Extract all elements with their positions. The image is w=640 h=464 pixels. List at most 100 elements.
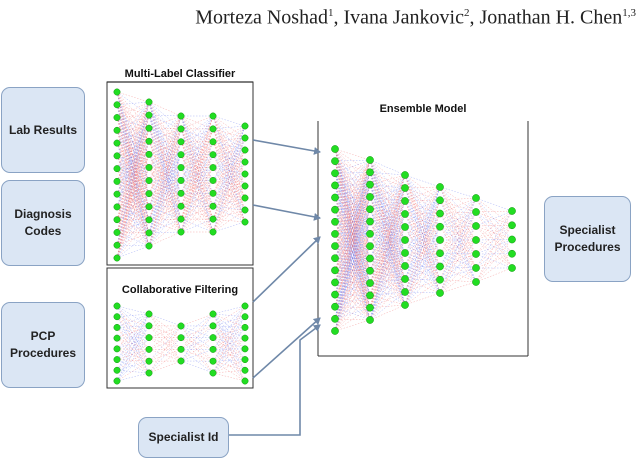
network-edge xyxy=(369,295,406,306)
network-node xyxy=(145,216,153,224)
network-node xyxy=(145,345,153,353)
network-edge xyxy=(369,187,406,259)
author-name: Jonathan H. Chen xyxy=(479,6,623,29)
network-edge xyxy=(180,141,214,233)
network-edge xyxy=(439,253,477,294)
network-edge xyxy=(180,141,214,220)
network-edge xyxy=(212,173,246,194)
network-edge xyxy=(180,337,214,374)
network-edge xyxy=(116,101,150,220)
network-node xyxy=(508,207,516,215)
network-edge xyxy=(212,349,246,360)
network-edge xyxy=(475,267,513,283)
network-node xyxy=(331,327,339,335)
network-edge xyxy=(439,197,477,214)
network-node xyxy=(508,249,516,258)
network-edge xyxy=(439,213,477,241)
network-edge xyxy=(334,270,371,308)
network-edge xyxy=(148,115,182,207)
network-edge xyxy=(212,154,246,199)
network-edge xyxy=(116,359,150,362)
network-edge xyxy=(404,279,441,293)
network-node xyxy=(177,334,185,342)
network-edge xyxy=(404,186,441,280)
network-node xyxy=(145,137,153,145)
network-node xyxy=(241,122,249,130)
network-edge xyxy=(475,211,513,269)
network-edge xyxy=(116,313,150,339)
network-edge xyxy=(116,232,150,259)
network-edge xyxy=(148,101,182,142)
network-node xyxy=(366,291,374,300)
author-affiliation: 1,3 xyxy=(622,7,636,19)
network-edge xyxy=(148,115,182,247)
network-edge xyxy=(148,337,182,362)
network-edge xyxy=(369,187,406,234)
network-edge xyxy=(439,267,477,294)
network-node xyxy=(401,288,409,296)
network-node xyxy=(366,229,374,238)
network-edge xyxy=(116,305,150,315)
network-node xyxy=(436,222,444,231)
network-edge xyxy=(334,159,371,210)
arrow-specialist-id-to-ensemble xyxy=(229,324,321,436)
network-edge xyxy=(212,115,246,163)
network-node xyxy=(401,249,409,257)
network-edge xyxy=(439,226,477,255)
network-edge xyxy=(148,115,182,220)
network-edge xyxy=(212,154,246,163)
network-edge xyxy=(116,180,150,259)
network-edge xyxy=(116,154,150,195)
network-edge xyxy=(212,173,246,233)
network-edge xyxy=(116,101,150,169)
network-edge xyxy=(369,221,406,293)
network-edge xyxy=(212,218,246,223)
network-node xyxy=(241,146,249,154)
network-edge xyxy=(116,337,150,360)
network-edge xyxy=(148,325,182,338)
author-line: Morteza Noshad1, Ivana Jankovic2, Jonath… xyxy=(195,6,636,29)
network-edge xyxy=(439,239,477,294)
network-node xyxy=(436,183,444,191)
network-node xyxy=(177,112,185,120)
network-node xyxy=(241,206,249,214)
network-edge xyxy=(212,349,246,371)
network-edge xyxy=(148,349,182,374)
mlc-title: Multi-Label Classifier xyxy=(124,68,236,80)
lab-results-label: Lab Results xyxy=(8,122,77,137)
network-node xyxy=(209,202,217,210)
network-edge xyxy=(369,196,406,215)
network-edge xyxy=(148,337,182,374)
network-edge xyxy=(148,115,182,142)
network-node xyxy=(436,262,444,271)
network-edge xyxy=(148,206,182,247)
network-edge xyxy=(334,270,371,320)
network-edge xyxy=(334,159,371,271)
network-node xyxy=(113,254,121,262)
network-edge xyxy=(212,128,246,175)
network-edge xyxy=(116,327,150,338)
network-edge xyxy=(116,327,150,350)
network-edge xyxy=(180,141,214,194)
network-node xyxy=(366,217,374,226)
network-edge xyxy=(212,337,246,360)
author-name: Ivana Jankovic xyxy=(343,6,464,29)
network-node xyxy=(113,356,121,364)
network-edge xyxy=(180,325,214,362)
network-edge xyxy=(334,282,371,332)
network-edge xyxy=(212,197,246,207)
network-node xyxy=(241,194,249,202)
network-edge xyxy=(148,325,182,374)
network-node xyxy=(472,278,480,286)
network-edge xyxy=(404,174,441,294)
diagnosis-label-line1: Diagnosis xyxy=(14,207,72,221)
network-node xyxy=(436,209,444,218)
ensemble-network xyxy=(331,145,516,335)
network-edge xyxy=(475,225,513,283)
network-edge xyxy=(212,316,246,374)
network-edge xyxy=(212,337,246,339)
network-edge xyxy=(334,246,371,332)
network-edge xyxy=(212,154,246,175)
network-edge xyxy=(148,325,182,362)
network-edge xyxy=(148,313,182,350)
